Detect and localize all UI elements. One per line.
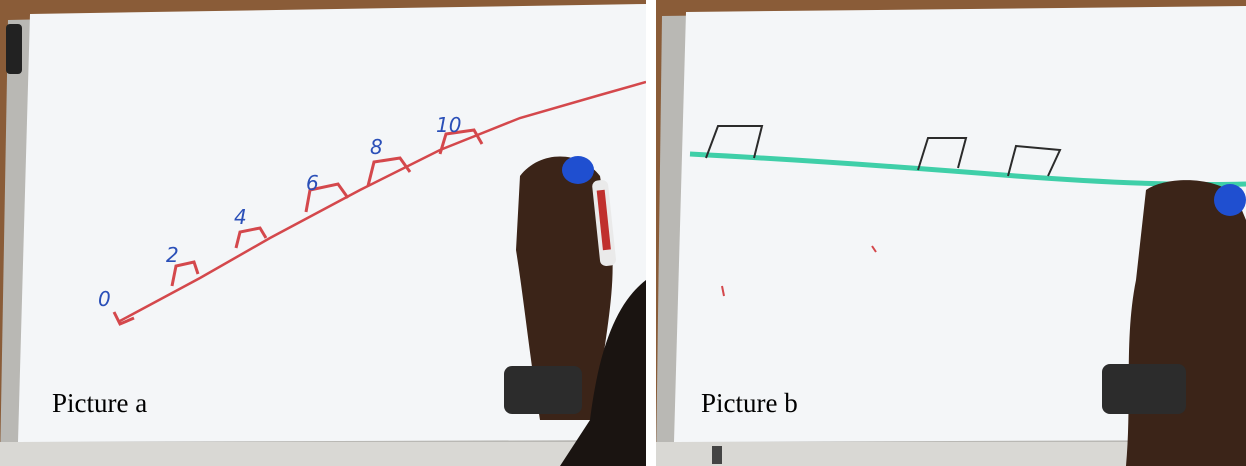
marker-left-edge: [6, 24, 22, 74]
marker-cap-a: [562, 156, 594, 184]
tick-label-2: 2: [166, 243, 179, 267]
wristwatch-b: [1102, 364, 1186, 414]
marker-cap-b: [1214, 184, 1246, 216]
tick-label-10: 10: [436, 113, 461, 137]
marker-on-tray: [712, 446, 722, 464]
wristwatch-a: [504, 366, 582, 414]
tick-label-8: 8: [370, 135, 383, 159]
panel-a: 0 2 4 6 8 10 Picture a: [0, 0, 646, 466]
tick-label-6: 6: [306, 171, 319, 195]
tick-label-4: 4: [234, 205, 247, 229]
panel-b: Picture b: [656, 0, 1246, 466]
caption-picture-a: Picture a: [52, 388, 147, 419]
tick-label-0: 0: [98, 287, 111, 311]
board-tray: [0, 442, 646, 466]
caption-picture-b: Picture b: [701, 388, 798, 419]
